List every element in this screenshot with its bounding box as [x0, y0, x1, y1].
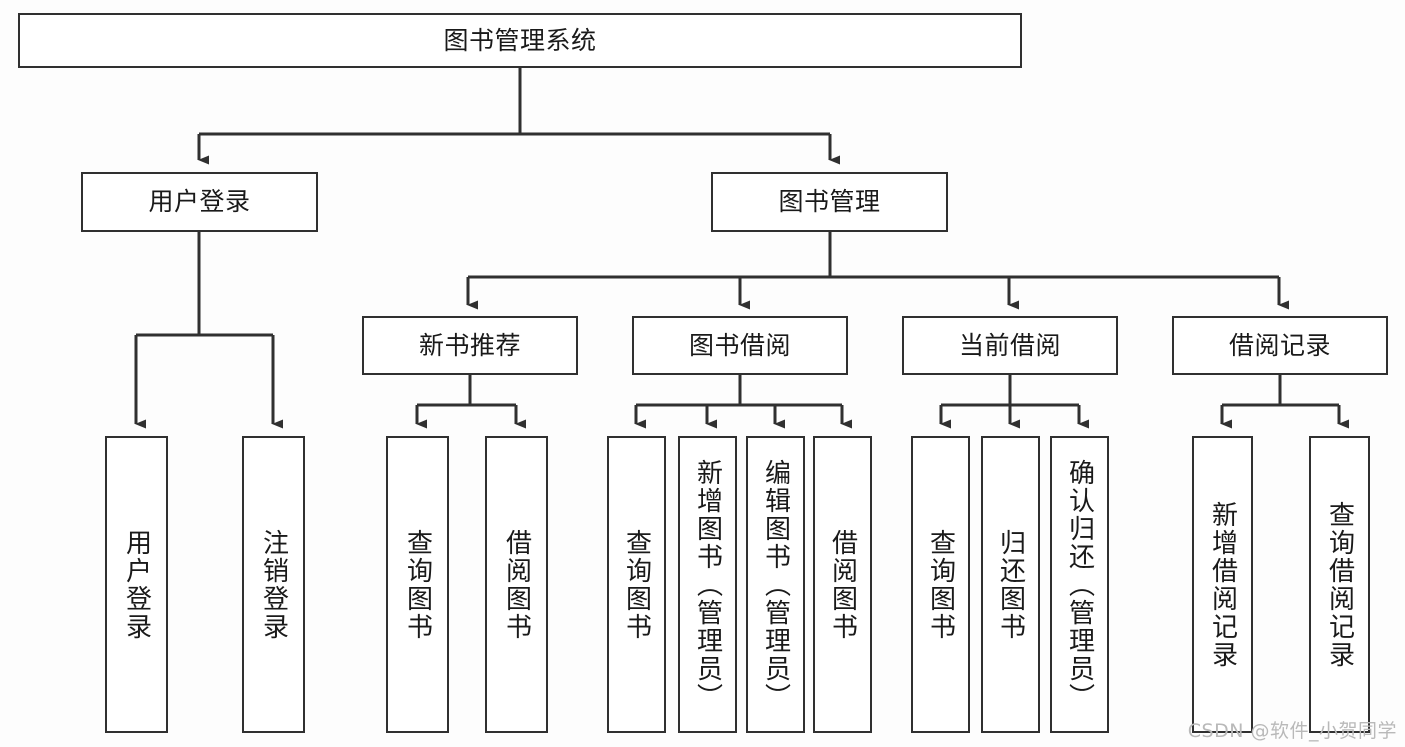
leaf-borrow-query-book-label: 查询图书 [621, 528, 652, 641]
leaf-new-book-borrow[interactable]: 借阅图书 [485, 436, 548, 733]
leaf-borrow-add-book-label: 新增图书（管理员） [692, 458, 723, 711]
leaf-user-login-login[interactable]: 用户登录 [105, 436, 168, 733]
node-borrow-records-label: 借阅记录 [1228, 330, 1331, 360]
node-root-system[interactable]: 图书管理系统 [18, 13, 1022, 68]
leaf-current-confirm-return[interactable]: 确认归还（管理员） [1050, 436, 1109, 733]
leaf-records-add-record-label: 新增借阅记录 [1207, 500, 1238, 669]
node-new-book-recommend-label: 新书推荐 [418, 330, 521, 360]
node-borrow-records[interactable]: 借阅记录 [1172, 316, 1388, 375]
node-user-login-label: 用户登录 [148, 187, 251, 217]
node-root-system-label: 图书管理系统 [443, 25, 597, 55]
leaf-records-add-record[interactable]: 新增借阅记录 [1192, 436, 1253, 733]
leaf-records-query-record[interactable]: 查询借阅记录 [1309, 436, 1370, 733]
leaf-borrow-edit-book[interactable]: 编辑图书（管理员） [746, 436, 805, 733]
leaf-new-book-query[interactable]: 查询图书 [386, 436, 449, 733]
leaf-borrow-query-book[interactable]: 查询图书 [607, 436, 666, 733]
leaf-current-query-book-label: 查询图书 [925, 528, 956, 641]
leaf-user-login-login-label: 用户登录 [121, 528, 152, 641]
leaf-user-login-logout[interactable]: 注销登录 [242, 436, 305, 733]
node-book-management[interactable]: 图书管理 [711, 172, 948, 232]
node-book-borrow-label: 图书借阅 [688, 330, 791, 360]
leaf-current-confirm-return-label: 确认归还（管理员） [1064, 458, 1095, 711]
leaf-borrow-add-book[interactable]: 新增图书（管理员） [678, 436, 737, 733]
node-current-borrow[interactable]: 当前借阅 [902, 316, 1118, 375]
node-new-book-recommend[interactable]: 新书推荐 [362, 316, 578, 375]
leaf-current-return-book[interactable]: 归还图书 [981, 436, 1040, 733]
node-book-borrow[interactable]: 图书借阅 [632, 316, 848, 375]
leaf-borrow-borrow-book[interactable]: 借阅图书 [813, 436, 872, 733]
leaf-user-login-logout-label: 注销登录 [258, 528, 289, 641]
leaf-new-book-borrow-label: 借阅图书 [501, 528, 532, 641]
node-user-login[interactable]: 用户登录 [81, 172, 318, 232]
leaf-borrow-borrow-book-label: 借阅图书 [827, 528, 858, 641]
node-current-borrow-label: 当前借阅 [958, 330, 1061, 360]
leaf-borrow-edit-book-label: 编辑图书（管理员） [760, 458, 791, 711]
node-book-management-label: 图书管理 [778, 187, 881, 217]
leaf-new-book-query-label: 查询图书 [402, 528, 433, 641]
leaf-records-query-record-label: 查询借阅记录 [1324, 500, 1355, 669]
leaf-current-query-book[interactable]: 查询图书 [911, 436, 970, 733]
leaf-current-return-book-label: 归还图书 [995, 528, 1026, 641]
